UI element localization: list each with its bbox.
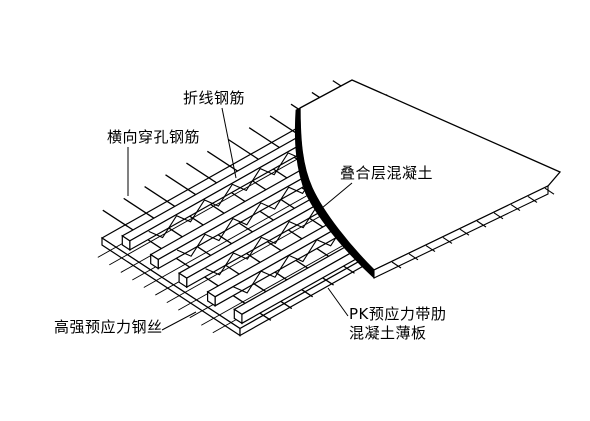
topping-concrete-layer — [294, 79, 562, 279]
rib-end-face — [178, 272, 188, 289]
topping-bar-stub — [391, 261, 402, 269]
label-pk-plate: PK预应力带肋 混凝土薄板 — [349, 305, 446, 343]
topping-bar-stub — [442, 236, 453, 244]
transverse-bar — [123, 197, 293, 310]
topping-bar-stub — [544, 187, 555, 195]
rib-end-face — [207, 290, 216, 307]
leader-lines — [127, 107, 353, 331]
topping-bar-stub — [510, 204, 521, 212]
label-pk-plate-line1: PK预应力带肋 — [349, 305, 447, 323]
transverse-bar — [186, 162, 355, 274]
topping-cut-edge — [294, 107, 375, 279]
label-prestressed-wire: 高强预应力钢丝 — [54, 318, 163, 336]
topping-bar-stub — [408, 253, 419, 261]
topping-bar-stub — [476, 220, 487, 228]
topping-bar-stub — [527, 195, 538, 203]
leader-bent-bar — [221, 107, 237, 179]
label-bent-bar: 折线钢筋 — [183, 89, 246, 107]
topping-bar-stub — [425, 245, 436, 253]
rib-end-face — [150, 253, 159, 270]
topping-bar-stub — [459, 228, 470, 236]
leader-prestressed-wire — [161, 311, 197, 331]
label-topping-concrete: 叠合层混凝土 — [340, 164, 434, 182]
transverse-bar — [165, 174, 334, 286]
transverse-bar — [144, 186, 314, 298]
transverse-bar — [102, 209, 272, 321]
rib-end-face — [121, 234, 131, 252]
rib-end-face — [233, 308, 243, 325]
leader-pk-plate — [327, 287, 349, 317]
label-pk-plate-line2: 混凝土薄板 — [349, 324, 427, 342]
topping-bar-stub — [493, 212, 504, 220]
leader-topping-concrete — [321, 182, 353, 209]
label-transverse-bar: 横向穿孔钢筋 — [107, 128, 201, 146]
